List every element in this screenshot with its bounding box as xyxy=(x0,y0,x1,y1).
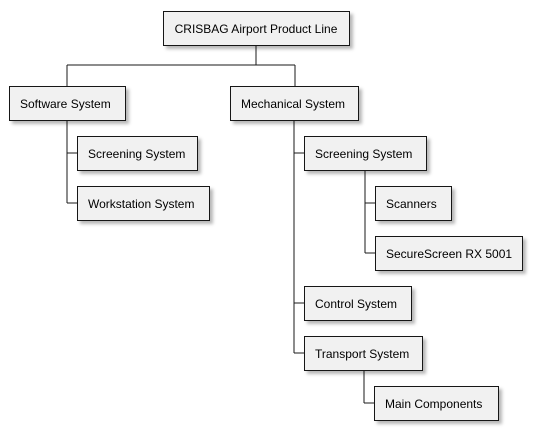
connector-lines xyxy=(66,45,375,404)
node-securescreen-rx-5001-label: SecureScreen RX 5001 xyxy=(386,247,512,261)
node-transport-system-label: Transport System xyxy=(315,347,409,361)
node-software-screening-system-box xyxy=(77,136,198,171)
node-control-system: Control System xyxy=(304,286,412,321)
node-control-system-box xyxy=(304,286,412,321)
node-mechanical-screening-system-box xyxy=(304,136,427,171)
node-transport-system-box xyxy=(304,336,423,371)
node-mechanical-system: Mechanical System xyxy=(230,86,359,121)
node-securescreen-rx-5001-box xyxy=(375,236,523,271)
node-software-system: Software System xyxy=(9,86,126,121)
node-software-screening-system-label: Screening System xyxy=(88,147,185,161)
node-root-label: CRISBAG Airport Product Line xyxy=(175,22,338,36)
node-workstation-system-label: Workstation System xyxy=(88,197,194,211)
node-software-system-label: Software System xyxy=(20,97,111,111)
node-scanners-box xyxy=(375,186,452,221)
node-scanners-label: Scanners xyxy=(386,197,437,211)
node-workstation-system-box xyxy=(77,186,210,221)
node-transport-system: Transport System xyxy=(304,336,423,371)
node-software-screening-system: Screening System xyxy=(77,136,198,171)
node-main-components-box xyxy=(374,386,499,421)
node-workstation-system: Workstation System xyxy=(77,186,210,221)
node-mechanical-system-box xyxy=(230,86,359,121)
node-mechanical-screening-system: Screening System xyxy=(304,136,427,171)
node-mechanical-system-label: Mechanical System xyxy=(241,97,345,111)
node-mechanical-screening-system-label: Screening System xyxy=(315,147,412,161)
node-root: CRISBAG Airport Product Line xyxy=(163,11,350,46)
node-main-components: Main Components xyxy=(374,386,499,421)
node-control-system-label: Control System xyxy=(315,297,397,311)
node-securescreen-rx-5001: SecureScreen RX 5001 xyxy=(375,236,523,271)
node-main-components-label: Main Components xyxy=(385,397,482,411)
node-root-box xyxy=(163,11,350,46)
node-software-system-box xyxy=(9,86,126,121)
node-scanners: Scanners xyxy=(375,186,452,221)
